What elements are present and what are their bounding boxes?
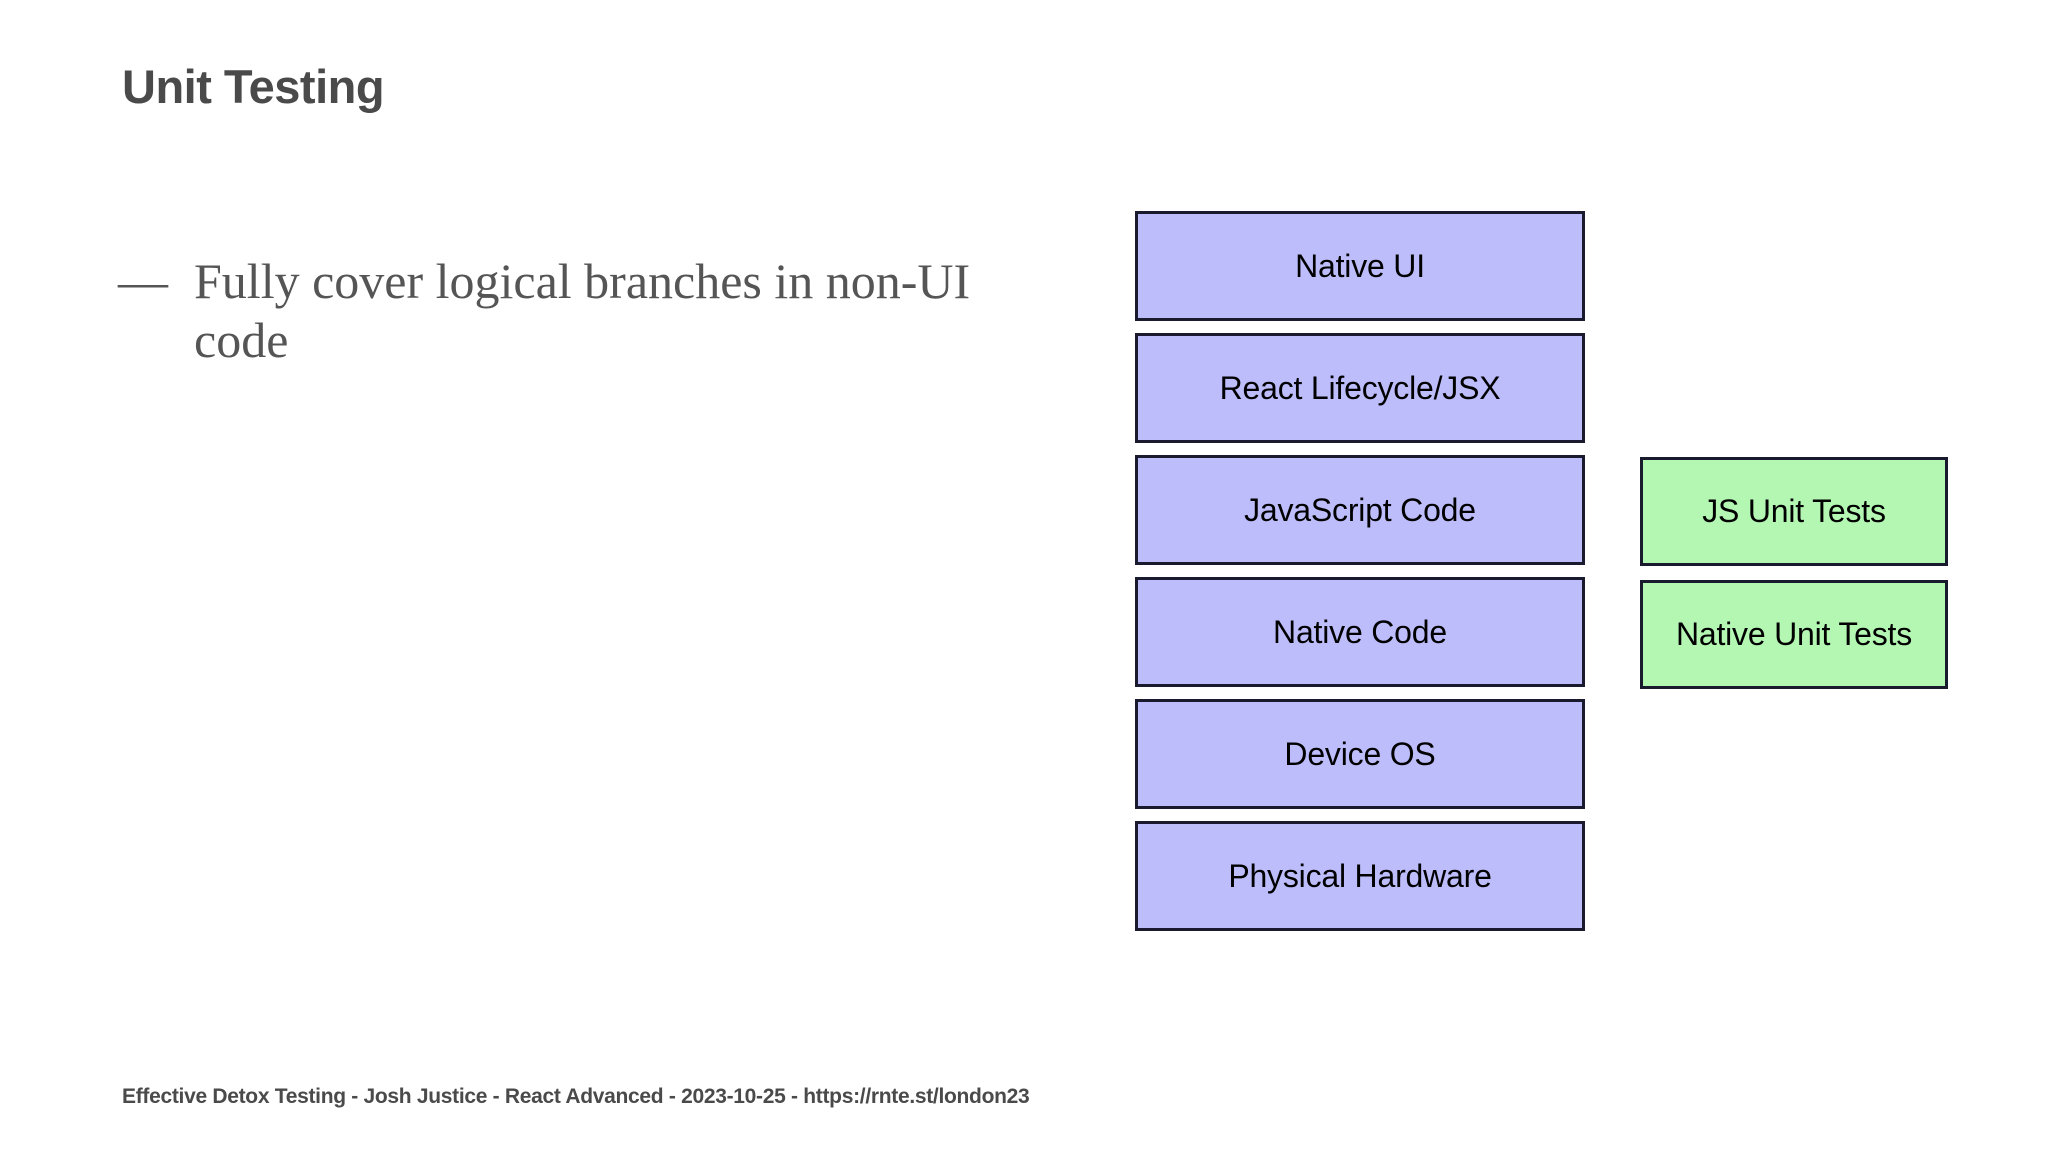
- bullet-list: — Fully cover logical branches in non-UI…: [118, 252, 978, 369]
- page-title: Unit Testing: [122, 60, 385, 113]
- test-box-column: JS Unit Tests Native Unit Tests: [1640, 457, 1948, 689]
- stack-box-native-ui: Native UI: [1135, 211, 1585, 321]
- test-box-js-unit-tests: JS Unit Tests: [1640, 457, 1948, 566]
- stack-box-label: Native Code: [1273, 613, 1447, 650]
- stack-box-javascript-code: JavaScript Code: [1135, 455, 1585, 565]
- list-item: — Fully cover logical branches in non-UI…: [118, 252, 978, 369]
- stack-box-label: React Lifecycle/JSX: [1219, 369, 1501, 406]
- test-box-native-unit-tests: Native Unit Tests: [1640, 580, 1948, 689]
- slide-footer: Effective Detox Testing - Josh Justice -…: [122, 1085, 1030, 1108]
- stack-box-native-code: Native Code: [1135, 577, 1585, 687]
- em-dash-bullet-icon: —: [118, 253, 168, 309]
- stack-box-physical-hardware: Physical Hardware: [1135, 821, 1585, 931]
- stack-layer-column: Native UI React Lifecycle/JSX JavaScript…: [1135, 211, 1585, 931]
- test-box-label: Native Unit Tests: [1675, 616, 1913, 652]
- list-item-label: Fully cover logical branches in non-UI c…: [194, 253, 971, 368]
- stack-box-react-lifecycle-jsx: React Lifecycle/JSX: [1135, 333, 1585, 443]
- stack-box-device-os: Device OS: [1135, 699, 1585, 809]
- stack-box-label: Device OS: [1284, 735, 1436, 772]
- stack-box-label: JavaScript Code: [1244, 491, 1476, 528]
- stack-box-label: Physical Hardware: [1228, 857, 1492, 894]
- stack-box-label: Native UI: [1295, 247, 1425, 284]
- test-box-label: JS Unit Tests: [1702, 493, 1886, 529]
